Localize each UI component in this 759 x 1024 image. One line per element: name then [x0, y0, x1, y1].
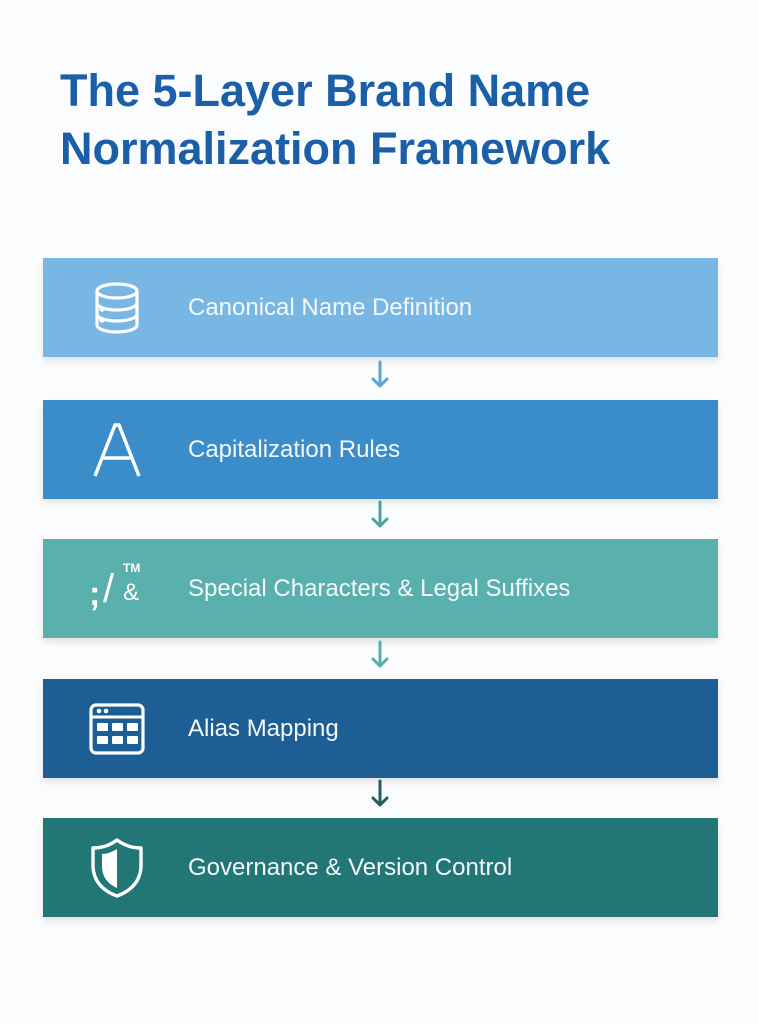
- ampersand-glyph: &: [123, 578, 140, 606]
- special-characters-icon: ; / TM &: [87, 559, 147, 619]
- layer-label: Capitalization Rules: [188, 435, 401, 463]
- layer-label: Governance & Version Control: [188, 853, 513, 881]
- database-icon: [87, 278, 147, 338]
- arrow-down-icon: [371, 779, 389, 807]
- layer-label: Canonical Name Definition: [188, 293, 473, 321]
- layer-special-characters-legal-suffixes: ; / TM & Special Characters & Legal Suff…: [43, 539, 718, 638]
- layer-capitalization-rules: Capitalization Rules: [43, 400, 718, 499]
- table-window-icon: [87, 699, 147, 759]
- title-line-1: The 5-Layer Brand Name: [60, 65, 591, 116]
- layer-governance-version-control: Governance & Version Control: [43, 818, 718, 917]
- letter-a-icon: [87, 420, 147, 480]
- trademark-glyph: TM: [123, 560, 141, 575]
- layer-label: Alias Mapping: [188, 714, 339, 742]
- page-title: The 5-Layer Brand Name Normalization Fra…: [60, 62, 740, 178]
- shield-icon: [87, 837, 147, 898]
- layer-canonical-name-definition: Canonical Name Definition: [43, 258, 718, 357]
- semicolon-glyph: ;: [89, 574, 101, 613]
- arrow-down-icon: [371, 640, 389, 668]
- arrow-down-icon: [371, 500, 389, 528]
- layer-label: Special Characters & Legal Suffixes: [188, 574, 571, 602]
- title-line-2: Normalization Framework: [60, 123, 611, 174]
- arrow-down-icon: [371, 360, 389, 388]
- slash-glyph: /: [103, 566, 115, 611]
- layer-alias-mapping: Alias Mapping: [43, 679, 718, 778]
